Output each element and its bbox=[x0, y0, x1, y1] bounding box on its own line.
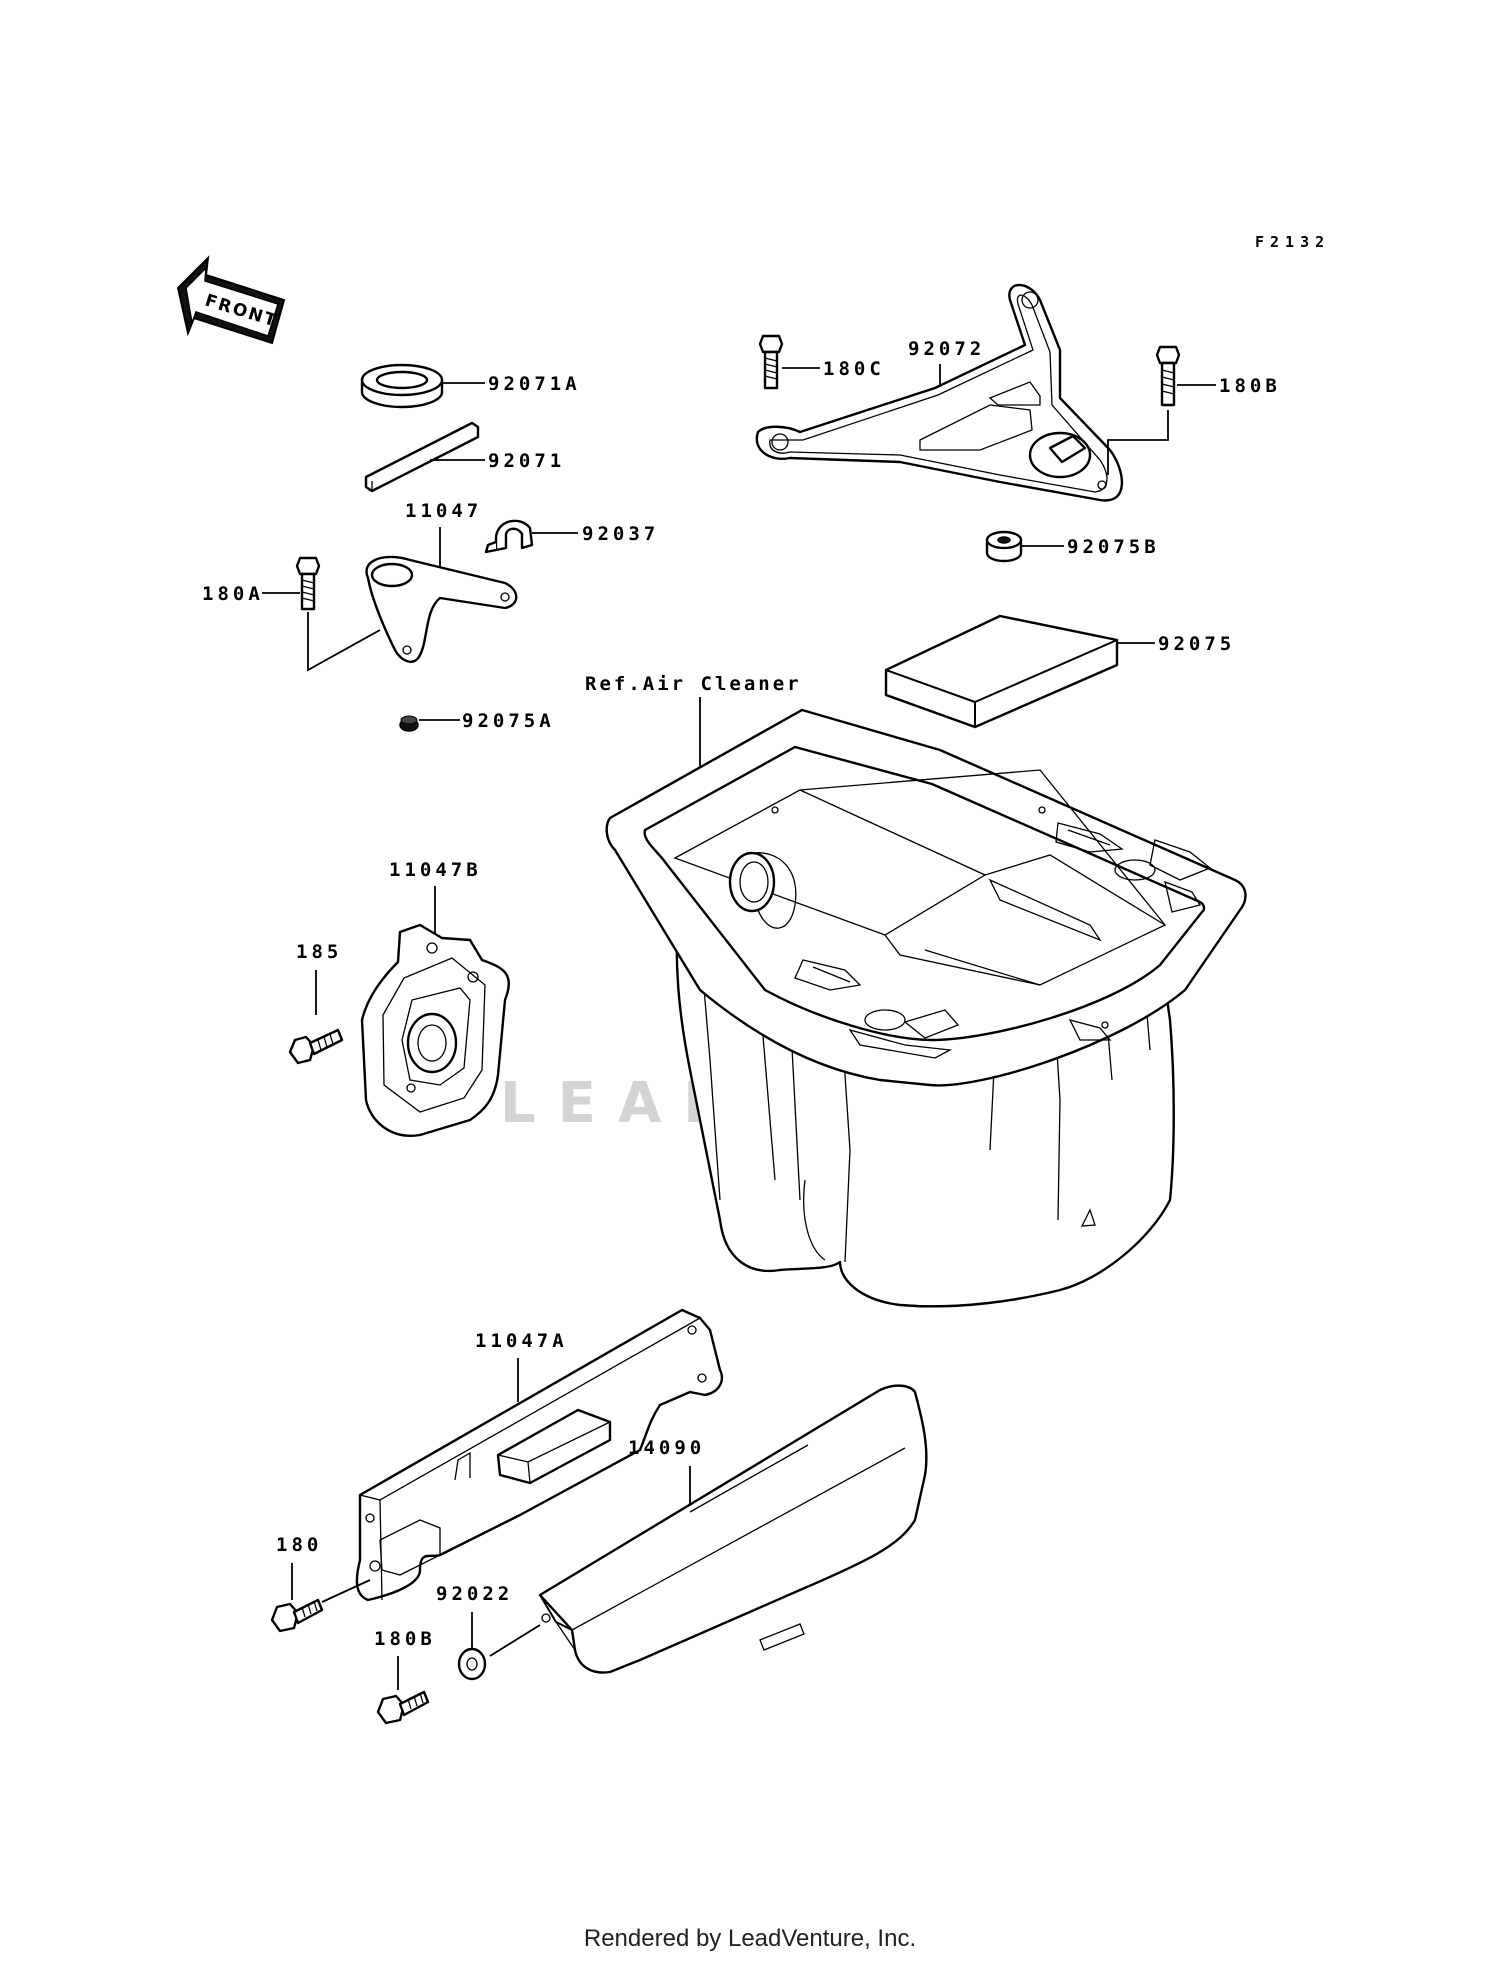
label-180C: 180C bbox=[823, 358, 885, 380]
footer-credit: Rendered by LeadVenture, Inc. bbox=[584, 1925, 916, 1952]
label-92037: 92037 bbox=[582, 523, 659, 545]
part-92037-clamp bbox=[484, 519, 534, 554]
label-11047B: 11047B bbox=[389, 859, 482, 881]
part-185-bolt bbox=[288, 1028, 344, 1065]
part-11047-bracket bbox=[365, 555, 518, 663]
label-14090: 14090 bbox=[628, 1437, 705, 1459]
part-14090-cover bbox=[538, 1384, 928, 1674]
part-92075B-rubber bbox=[985, 530, 1023, 563]
part-180B-bottom-bolt bbox=[376, 1690, 430, 1725]
part-92071-strip bbox=[364, 421, 480, 493]
label-180B-top: 180B bbox=[1219, 375, 1281, 397]
label-180A: 180A bbox=[202, 583, 264, 605]
label-92072: 92072 bbox=[908, 338, 985, 360]
label-180B-bottom: 180B bbox=[374, 1628, 436, 1650]
label-92071: 92071 bbox=[488, 450, 565, 472]
part-92022-washer bbox=[457, 1647, 487, 1681]
label-92075: 92075 bbox=[1158, 633, 1235, 655]
part-92075A-grommet bbox=[399, 715, 419, 732]
part-180A-bolt bbox=[295, 556, 321, 611]
part-92072-bracket bbox=[755, 283, 1124, 502]
part-180-bolt bbox=[270, 1598, 324, 1633]
air-cleaner-case bbox=[605, 708, 1247, 1308]
part-11047A-bracket bbox=[355, 1308, 724, 1602]
part-11047B-plate bbox=[360, 923, 511, 1137]
front-arrow-icon: FRONT bbox=[176, 255, 286, 345]
part-180B-top-bolt bbox=[1155, 345, 1181, 407]
label-92071A: 92071A bbox=[488, 373, 581, 395]
part-92071A-seal bbox=[360, 363, 444, 409]
label-11047A: 11047A bbox=[475, 1330, 568, 1352]
reference-air-cleaner: Ref.Air Cleaner bbox=[585, 673, 802, 695]
label-180: 180 bbox=[276, 1534, 322, 1556]
label-185: 185 bbox=[296, 941, 342, 963]
part-92075-pad bbox=[884, 614, 1119, 729]
figure-id: F2132 bbox=[1255, 233, 1330, 251]
label-92022: 92022 bbox=[436, 1583, 513, 1605]
label-11047: 11047 bbox=[405, 500, 482, 522]
label-92075A: 92075A bbox=[462, 710, 555, 732]
label-92075B: 92075B bbox=[1067, 536, 1160, 558]
part-180C-bolt bbox=[758, 334, 784, 390]
